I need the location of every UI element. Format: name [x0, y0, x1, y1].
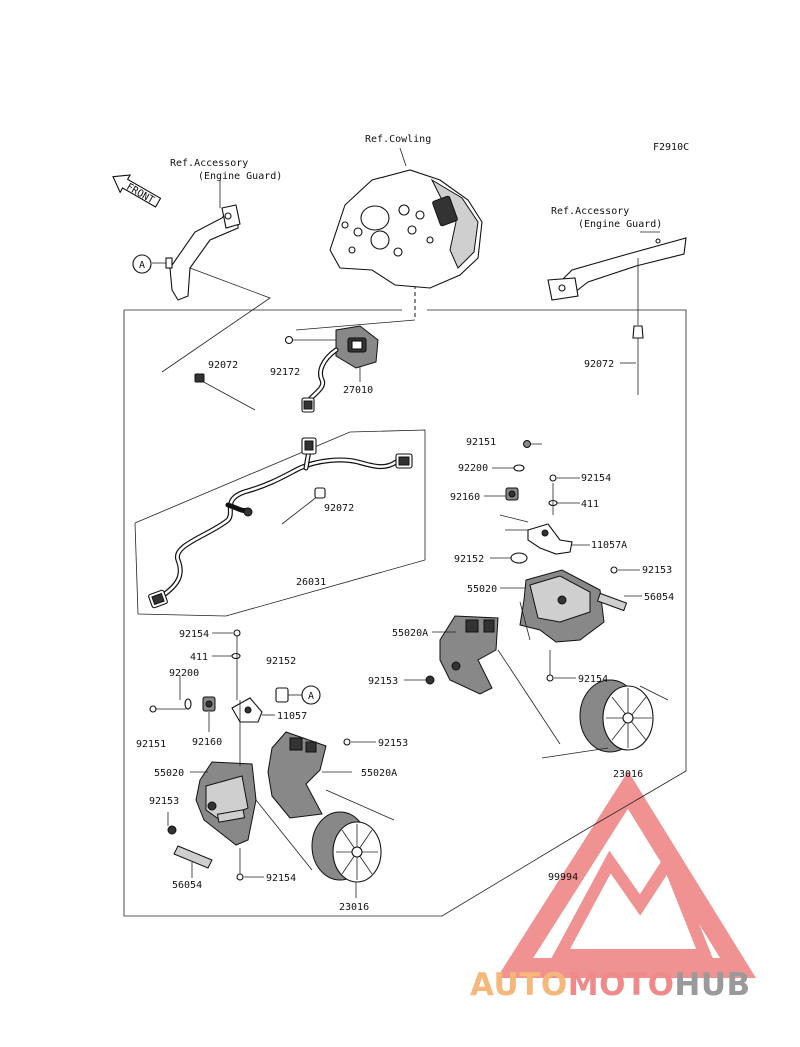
part-92072-a: 92072: [208, 360, 238, 371]
part-92151-right: 92151: [466, 437, 496, 448]
part-92072-b: 92072: [584, 359, 614, 370]
part-92154-left: 92154: [179, 629, 209, 640]
cable-tie-right: [620, 325, 644, 395]
part-55020A-right: 55020A: [392, 628, 428, 639]
part-92153-right-1: 92153: [642, 565, 672, 576]
part-92200-right: 92200: [458, 463, 488, 474]
part-55020A-left: 55020A: [361, 768, 397, 779]
part-411-left: 411: [190, 652, 208, 663]
part-23016-right: 23016: [613, 769, 643, 780]
part-92153-left-1: 92153: [378, 738, 408, 749]
part-92172: 92172: [270, 367, 300, 378]
watermark-part-3: HUB: [674, 967, 750, 1003]
part-92154-left-2: 92154: [266, 873, 296, 884]
harness-26031: [148, 437, 413, 609]
svg-text:AUTOMOTOHUB: AUTOMOTOHUB: [470, 967, 751, 1003]
part-23016-left: 23016: [339, 902, 369, 913]
left-guard-ref-label-2: (Engine Guard): [198, 171, 282, 182]
right-guard-ref-label-1: Ref.Accessory: [551, 206, 629, 217]
part-92153-left-2: 92153: [149, 796, 179, 807]
part-92151-left: 92151: [136, 739, 166, 750]
svg-text:A: A: [139, 260, 145, 271]
assembly-boundary: [123, 309, 687, 917]
part-56054-right: 56054: [644, 592, 674, 603]
right-engine-guard-ref: [547, 231, 687, 325]
cable-tie-left: [194, 373, 256, 411]
part-92154-right: 92154: [581, 473, 611, 484]
callout-a-top: A: [132, 254, 152, 274]
part-411-right: 411: [581, 499, 599, 510]
left-lamp-assembly: [149, 629, 395, 898]
cowling-ref: [329, 169, 483, 289]
figure-code: F2910C: [653, 142, 689, 153]
part-92072-c: 92072: [324, 503, 354, 514]
left-guard-ref-label-1: Ref.Accessory: [170, 158, 248, 169]
part-99994: 99994: [548, 872, 578, 883]
watermark-part-1: AUTO: [470, 967, 568, 1003]
front-arrow-label: FRONT: [124, 182, 156, 207]
watermark-text: AUTOMOTOHUB: [470, 967, 751, 1003]
part-92154-right-2: 92154: [578, 674, 608, 685]
part-92152-left: 92152: [266, 656, 296, 667]
switch-27010: [284, 325, 379, 382]
part-11057A: 11057A: [591, 540, 627, 551]
part-92160-left: 92160: [192, 737, 222, 748]
part-26031: 26031: [296, 577, 326, 588]
watermark-triangle-outer: [496, 771, 756, 978]
part-55020-left: 55020: [154, 768, 184, 779]
front-arrow: FRONT: [112, 174, 162, 208]
callout-a-bottom: A: [301, 685, 321, 705]
part-92153-right-2: 92153: [368, 676, 398, 687]
watermark-logo: [496, 771, 756, 978]
left-engine-guard-ref: [152, 180, 271, 373]
part-92160-right: 92160: [450, 492, 480, 503]
part-27010: 27010: [343, 385, 373, 396]
part-55020-right: 55020: [467, 584, 497, 595]
watermark-part-2: MOTO: [568, 967, 675, 1003]
right-guard-ref-label-2: (Engine Guard): [578, 219, 662, 230]
cowling-ref-label: Ref.Cowling: [365, 134, 431, 145]
part-56054-left: 56054: [172, 880, 202, 891]
part-92152-right: 92152: [454, 554, 484, 565]
watermark-m-shape: [549, 849, 714, 961]
part-92200-left: 92200: [169, 668, 199, 679]
part-11057: 11057: [277, 711, 307, 722]
svg-text:A: A: [308, 691, 314, 702]
right-lamp-assembly: [404, 440, 669, 759]
